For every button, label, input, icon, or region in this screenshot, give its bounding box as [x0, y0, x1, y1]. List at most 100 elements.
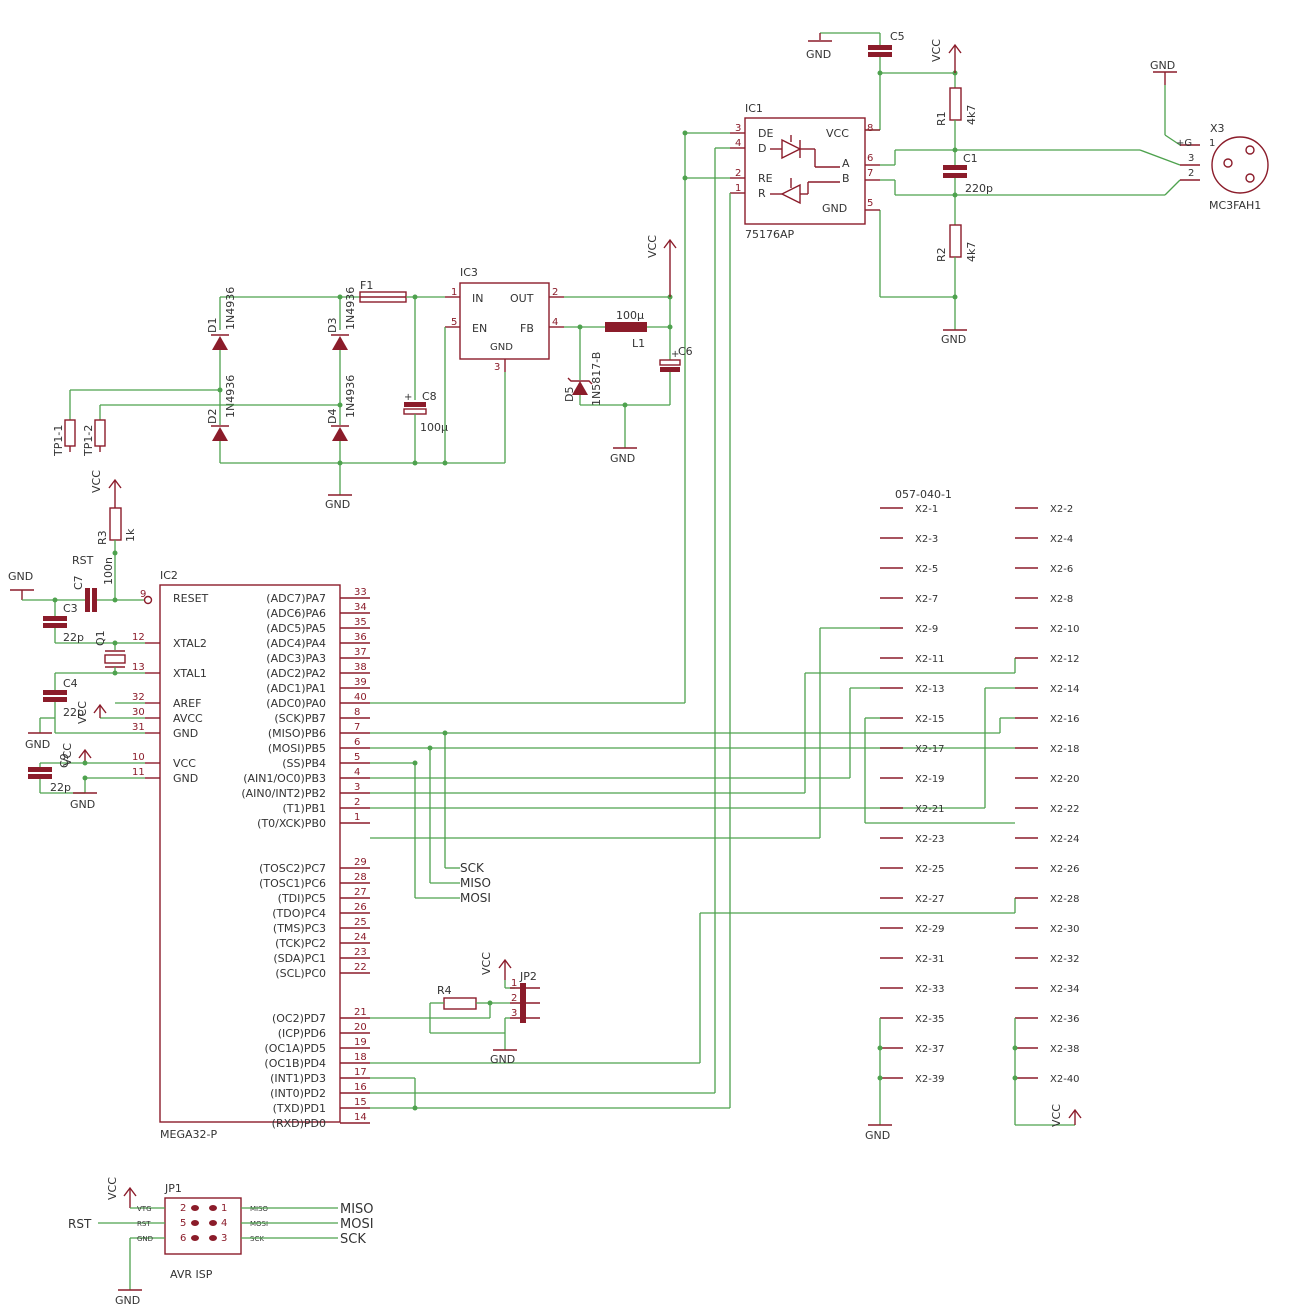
- mosi-net-label: MOSI: [460, 891, 491, 905]
- isp-miso-label: MISO: [340, 1202, 374, 1217]
- svg-text:EN: EN: [472, 322, 487, 335]
- svg-text:4: 4: [552, 317, 558, 328]
- ic2-pin-number: 16: [354, 1082, 367, 1093]
- ic2-pin-name: (TMS)PC3: [273, 922, 326, 935]
- svg-text:2: 2: [552, 287, 558, 298]
- x2-pin-label: X2-9: [915, 624, 938, 635]
- svg-text:B: B: [842, 172, 850, 185]
- jp1-section: JP1 VCC GND RST VTG RST GND MISO MOSI SC…: [68, 1177, 374, 1307]
- r4-resistor: [443, 997, 477, 1010]
- x2-pin-label: X2-19: [915, 774, 945, 785]
- svg-text:JP2: JP2: [519, 970, 537, 983]
- svg-text:IC3: IC3: [460, 266, 478, 279]
- svg-text:1N4936: 1N4936: [224, 375, 237, 418]
- ic2-pin-number: 27: [354, 887, 367, 898]
- isp-rst-label: RST: [68, 1217, 92, 1231]
- ic2-pin-name: (INT1)PD3: [270, 1072, 326, 1085]
- svg-text:3: 3: [494, 362, 500, 373]
- svg-text:5: 5: [180, 1218, 186, 1229]
- x2-pin-label: X2-40: [1050, 1074, 1080, 1085]
- x2-pin-label: X2-17: [915, 744, 945, 755]
- isp-sck-label: SCK: [340, 1232, 366, 1247]
- svg-text:TP1-1: TP1-1: [52, 425, 65, 457]
- ic2-pin-number: 8: [354, 707, 360, 718]
- r2-gnd-label: GND: [941, 333, 966, 346]
- svg-text:RE: RE: [758, 172, 773, 185]
- c1-capacitor: [943, 165, 967, 170]
- x2-pin-label: X2-20: [1050, 774, 1080, 785]
- ic2-pin-number: 28: [354, 872, 367, 883]
- ic2-pin-name: (TOSC2)PC7: [259, 862, 326, 875]
- ic2-pin-number: 2: [354, 797, 360, 808]
- x2-pin-label: X2-36: [1050, 1014, 1080, 1025]
- ic2-pins: RESETXTAL212XTAL113AREF32AVCC30GND31VCC1…: [132, 587, 370, 1130]
- svg-text:VCC: VCC: [826, 127, 849, 140]
- ic2-pin-number: 25: [354, 917, 367, 928]
- r1-vcc-label: VCC: [930, 39, 943, 62]
- ic2-pin-name: (SDA)PC1: [273, 952, 326, 965]
- ic2-pin-name: (TXD)PD1: [273, 1102, 326, 1115]
- ic2-pin-name: (TDI)PC5: [278, 892, 326, 905]
- x2-header: 057-040-1 X2-1X2-3X2-5X2-7X2-9X2-11X2-13…: [865, 488, 1082, 1142]
- svg-text:2: 2: [735, 168, 741, 179]
- svg-text:C4: C4: [63, 677, 78, 690]
- x2-pin-label: X2-8: [1050, 594, 1073, 605]
- x2-pin-label: X2-5: [915, 564, 938, 575]
- c5-capacitor: [868, 45, 892, 50]
- ic2-pin-number: 4: [354, 767, 360, 778]
- x2-pin-label: X2-2: [1050, 504, 1073, 515]
- c6-capacitor: [659, 359, 681, 366]
- q1-crystal-icon: [104, 654, 126, 664]
- x3-g-label: +G: [1176, 138, 1192, 149]
- x2-pin-label: X2-34: [1050, 984, 1080, 995]
- ic2-pin-number: 15: [354, 1097, 367, 1108]
- svg-text:1N4936: 1N4936: [344, 375, 357, 418]
- ic2-pin-number: 36: [354, 632, 367, 643]
- ic2-pin-name: (ADC3)PA3: [266, 652, 326, 665]
- svg-text:C8: C8: [422, 390, 437, 403]
- x2-pin-label: X2-39: [915, 1074, 945, 1085]
- svg-text:R3: R3: [96, 530, 109, 545]
- ic1-label: IC1: [745, 102, 763, 115]
- svg-text:3: 3: [735, 123, 741, 134]
- miso-net-label: MISO: [460, 876, 491, 890]
- xlr-connector-icon: [1211, 136, 1269, 194]
- svg-text:22p: 22p: [63, 706, 84, 719]
- svg-text:R4: R4: [437, 984, 452, 997]
- l1-inductor: [605, 322, 647, 332]
- ic2-label: IC2: [160, 569, 178, 582]
- x2-pin-label: X2-37: [915, 1044, 945, 1055]
- svg-text:22p: 22p: [50, 781, 71, 794]
- ic2-pin-name: (ADC2)PA2: [266, 667, 326, 680]
- tp1-2-testpoint: [94, 419, 106, 447]
- x2-pin-label: X2-15: [915, 714, 945, 725]
- svg-text:22p: 22p: [63, 631, 84, 644]
- ic2-pin-name: (OC2)PD7: [272, 1012, 326, 1025]
- ic2-pin-number: 5: [354, 752, 360, 763]
- power-section: GND D1 1N4936 D3 1N4936 D2 1N4936 D4 1N4…: [52, 235, 693, 511]
- ic2-pin-name: (ADC7)PA7: [266, 592, 326, 605]
- ic2-pin-number: 39: [354, 677, 367, 688]
- svg-text:1: 1: [735, 183, 741, 194]
- svg-text:GND: GND: [25, 738, 50, 751]
- svg-text:OUT: OUT: [510, 292, 534, 305]
- ic2-pin-number: 37: [354, 647, 367, 658]
- ic2-pin-number: 40: [354, 692, 367, 703]
- x2-pin-label: X2-26: [1050, 864, 1080, 875]
- svg-text:1: 1: [451, 287, 457, 298]
- x2-pin-label: X2-35: [915, 1014, 945, 1025]
- x2-pin-label: X2-6: [1050, 564, 1073, 575]
- x2-pin-label: X2-32: [1050, 954, 1080, 965]
- ic1-value: 75176AP: [745, 228, 795, 241]
- jp1-value: AVR ISP: [170, 1268, 213, 1281]
- x2-pin-label: X2-29: [915, 924, 945, 935]
- x2-pin-label: X2-10: [1050, 624, 1080, 635]
- d1-diode-icon: [212, 336, 228, 350]
- x2-pin-label: X2-3: [915, 534, 938, 545]
- r2-label: R2: [935, 247, 948, 262]
- c1-label: C1: [963, 152, 978, 165]
- d2-diode-icon: [212, 427, 228, 441]
- ic2-pin-number: 13: [132, 662, 145, 673]
- r2-resistor: [949, 224, 962, 258]
- x3-label: X3: [1210, 122, 1225, 135]
